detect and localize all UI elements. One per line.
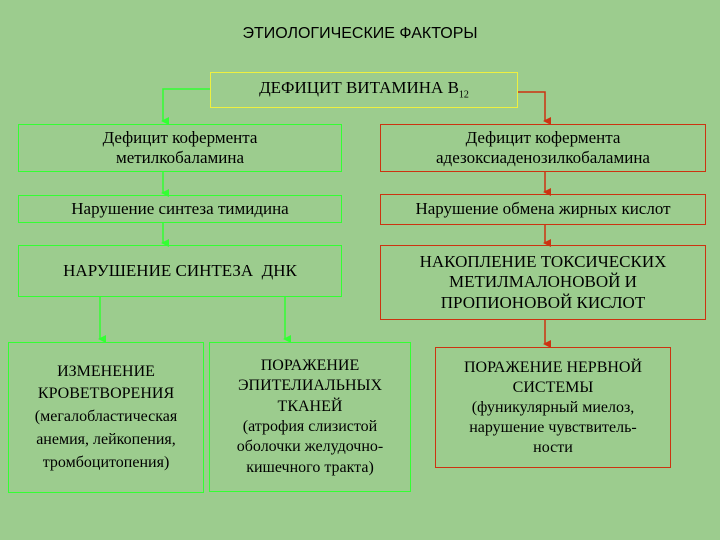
adenosylcobalamin-deficiency-box: Дефицит кофермента адезоксиаденозилкобал…: [380, 124, 706, 172]
fatty-acid-metabolism-box: Нарушение обмена жирных кислот: [380, 194, 706, 225]
vitamin-b12-deficiency-label: ДЕФИЦИТ ВИТАМИНА В12: [259, 78, 469, 101]
vitamin-b12-deficiency-box: ДЕФИЦИТ ВИТАМИНА В12: [210, 72, 518, 108]
nervous-system-damage-box: ПОРАЖЕНИЕ НЕРВНОЙ СИСТЕМЫ (фуникулярный …: [435, 347, 671, 468]
dna-synthesis-box: НАРУШЕНИЕ СИНТЕЗА ДНК: [18, 245, 342, 297]
thymidine-synthesis-box: Нарушение синтеза тимидина: [18, 195, 342, 223]
toxic-acid-accumulation-box: НАКОПЛЕНИЕ ТОКСИЧЕСКИХ МЕТИЛМАЛОНОВОЙ И …: [380, 245, 706, 320]
methylcobalamin-deficiency-box: Дефицит кофермента метилкобаламина: [18, 124, 342, 172]
arrow-top-to-right: [518, 91, 551, 125]
epithelial-damage-box: ПОРАЖЕНИЕ ЭПИТЕЛИАЛЬНЫХ ТКАНЕЙ (атрофия …: [209, 342, 411, 492]
hematopoiesis-change-box: ИЗМЕНЕНИЕ КРОВЕТВОРЕНИЯ (мегалобластичес…: [8, 342, 204, 493]
arrow-top-to-left: [161, 88, 210, 125]
diagram-title: ЭТИОЛОГИЧЕСКИЕ ФАКТОРЫ: [242, 25, 478, 42]
